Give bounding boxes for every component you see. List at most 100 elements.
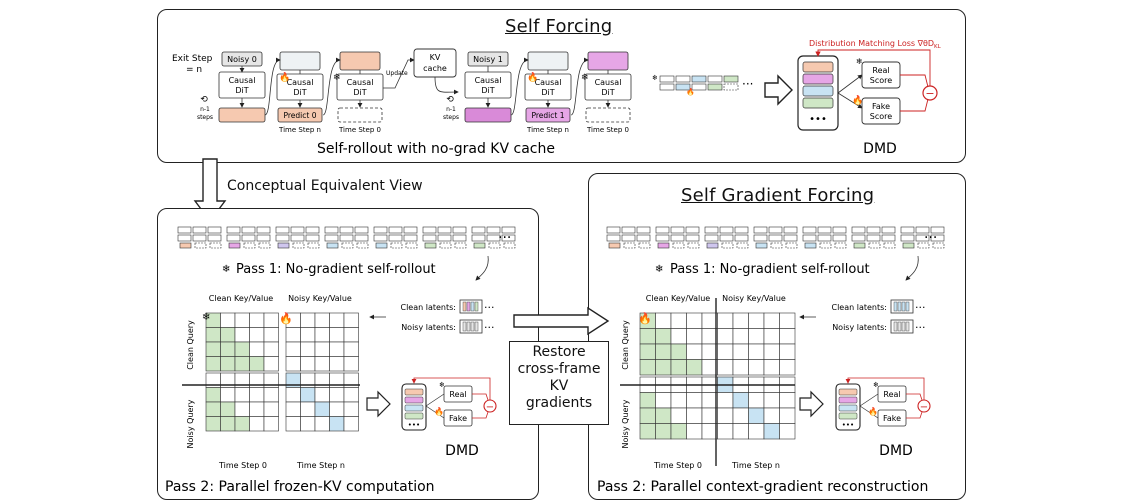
strip-mid xyxy=(606,234,621,242)
strip-mid xyxy=(452,234,467,242)
clean-kv-cell xyxy=(220,387,236,403)
attn-cell xyxy=(686,312,703,329)
attn-cell xyxy=(717,343,734,360)
strip-latent xyxy=(687,242,700,249)
noisy-kv-cell xyxy=(329,356,345,372)
clean-kv-cell xyxy=(263,356,279,372)
strip-top xyxy=(636,226,651,234)
svg-text:Causal: Causal xyxy=(475,76,502,85)
noisy-kv-cell xyxy=(343,416,359,432)
strip-latent xyxy=(375,242,388,249)
svg-text:DiT: DiT xyxy=(481,86,494,95)
ellipsis-right: ··· xyxy=(924,230,937,246)
self-rollout-caption: Self-rollout with no-grad KV cache xyxy=(317,141,555,157)
clean-kv-left: Clean Key/Value xyxy=(209,294,273,303)
middle-arrow xyxy=(513,306,610,336)
noisy-kv-cell xyxy=(285,327,301,343)
clean-latents-right: Clean latents: xyxy=(832,303,888,312)
attn-cell xyxy=(748,392,765,409)
svg-text:Real: Real xyxy=(449,390,466,399)
strip-top xyxy=(403,226,418,234)
hollow-arrow-left xyxy=(366,390,391,418)
attn-cell xyxy=(670,359,687,376)
clean-kv-cell xyxy=(220,401,236,417)
strip-mid xyxy=(851,234,866,242)
strip-top xyxy=(768,226,783,234)
strip-mid xyxy=(422,234,437,242)
attn-cell xyxy=(670,407,687,424)
strip-latent xyxy=(405,242,418,249)
svg-text:•••: ••• xyxy=(842,421,854,429)
attn-cell xyxy=(732,359,749,376)
clean-kv-cell xyxy=(234,327,250,343)
clean-query-left: Clean Query xyxy=(186,320,195,370)
strip-latent xyxy=(454,242,467,249)
strip-top xyxy=(670,226,685,234)
noisy-kv-cell xyxy=(329,416,345,432)
attn-cell xyxy=(717,407,734,424)
strip-top xyxy=(783,226,798,234)
attn-cell xyxy=(639,359,656,376)
noisy0-label: Noisy 0 xyxy=(227,55,257,64)
dmd-right: DMD xyxy=(879,443,913,459)
attn-cell xyxy=(639,328,656,345)
attn-cell xyxy=(763,359,780,376)
attn-cell xyxy=(763,328,780,345)
clean-kv-cell xyxy=(234,401,250,417)
strip-top xyxy=(753,226,768,234)
noisy-kv-cell xyxy=(329,401,345,417)
svg-text:❄: ❄ xyxy=(581,73,589,83)
svg-text:DiT: DiT xyxy=(293,88,306,97)
mini-rollout-right xyxy=(606,226,945,249)
noisy-kv-cell xyxy=(314,401,330,417)
noisy-kv-cell xyxy=(329,341,345,357)
noisy-kv-cell xyxy=(329,327,345,343)
svg-text:⟲: ⟲ xyxy=(446,95,454,105)
clean-kv-cell xyxy=(220,341,236,357)
attn-cell xyxy=(701,407,718,424)
svg-text:Fake: Fake xyxy=(872,102,890,111)
clean-kv-cell xyxy=(263,387,279,403)
attn-cell xyxy=(717,392,734,409)
clean-kv-cell xyxy=(249,327,265,343)
strip-top xyxy=(388,226,403,234)
hollow-arrow-right xyxy=(799,390,824,418)
strip-mid xyxy=(636,234,651,242)
attn-cell xyxy=(670,312,687,329)
attn-cell xyxy=(717,328,734,345)
strip-latent xyxy=(608,242,621,249)
strip-top xyxy=(802,226,817,234)
noisy1-label: Noisy 1 xyxy=(473,55,503,64)
strip-mid xyxy=(670,234,685,242)
strip-latent xyxy=(736,242,749,249)
svg-text:DiT: DiT xyxy=(601,88,614,97)
attn-cell xyxy=(717,312,734,329)
svg-text:Time Step 0: Time Step 0 xyxy=(586,126,629,134)
clean-kv-cell xyxy=(263,312,279,328)
attn-cell xyxy=(763,423,780,440)
noisy-kv-cell xyxy=(300,341,316,357)
attn-cell xyxy=(717,423,734,440)
attn-cell xyxy=(701,359,718,376)
strip-mid xyxy=(915,234,930,242)
clean-kv-cell xyxy=(263,341,279,357)
conceptual-view-label: Conceptual Equivalent View xyxy=(227,178,423,194)
strip-top xyxy=(851,226,866,234)
clean-latents-left: Clean latents: xyxy=(401,303,457,312)
attn-cell xyxy=(701,343,718,360)
fire-grid-right: 🔥 xyxy=(638,312,652,325)
strip-latent xyxy=(209,242,222,249)
loop-icon-1: ⟲ xyxy=(200,95,208,105)
ts0-left: Time Step 0 xyxy=(218,461,267,470)
attn-cell xyxy=(779,359,796,376)
strip-latent xyxy=(341,242,354,249)
strip-top xyxy=(832,226,847,234)
strip-mid xyxy=(866,234,881,242)
time-step-n-label-1: Time Step n xyxy=(278,126,321,134)
pass2-right: Pass 2: Parallel context-gradient recons… xyxy=(597,479,928,495)
noisy-kv-cell xyxy=(300,416,316,432)
svg-text:n-1: n-1 xyxy=(446,106,456,113)
fire-icon-2: 🔥 xyxy=(527,71,538,83)
noisy-kv-cell xyxy=(285,416,301,432)
